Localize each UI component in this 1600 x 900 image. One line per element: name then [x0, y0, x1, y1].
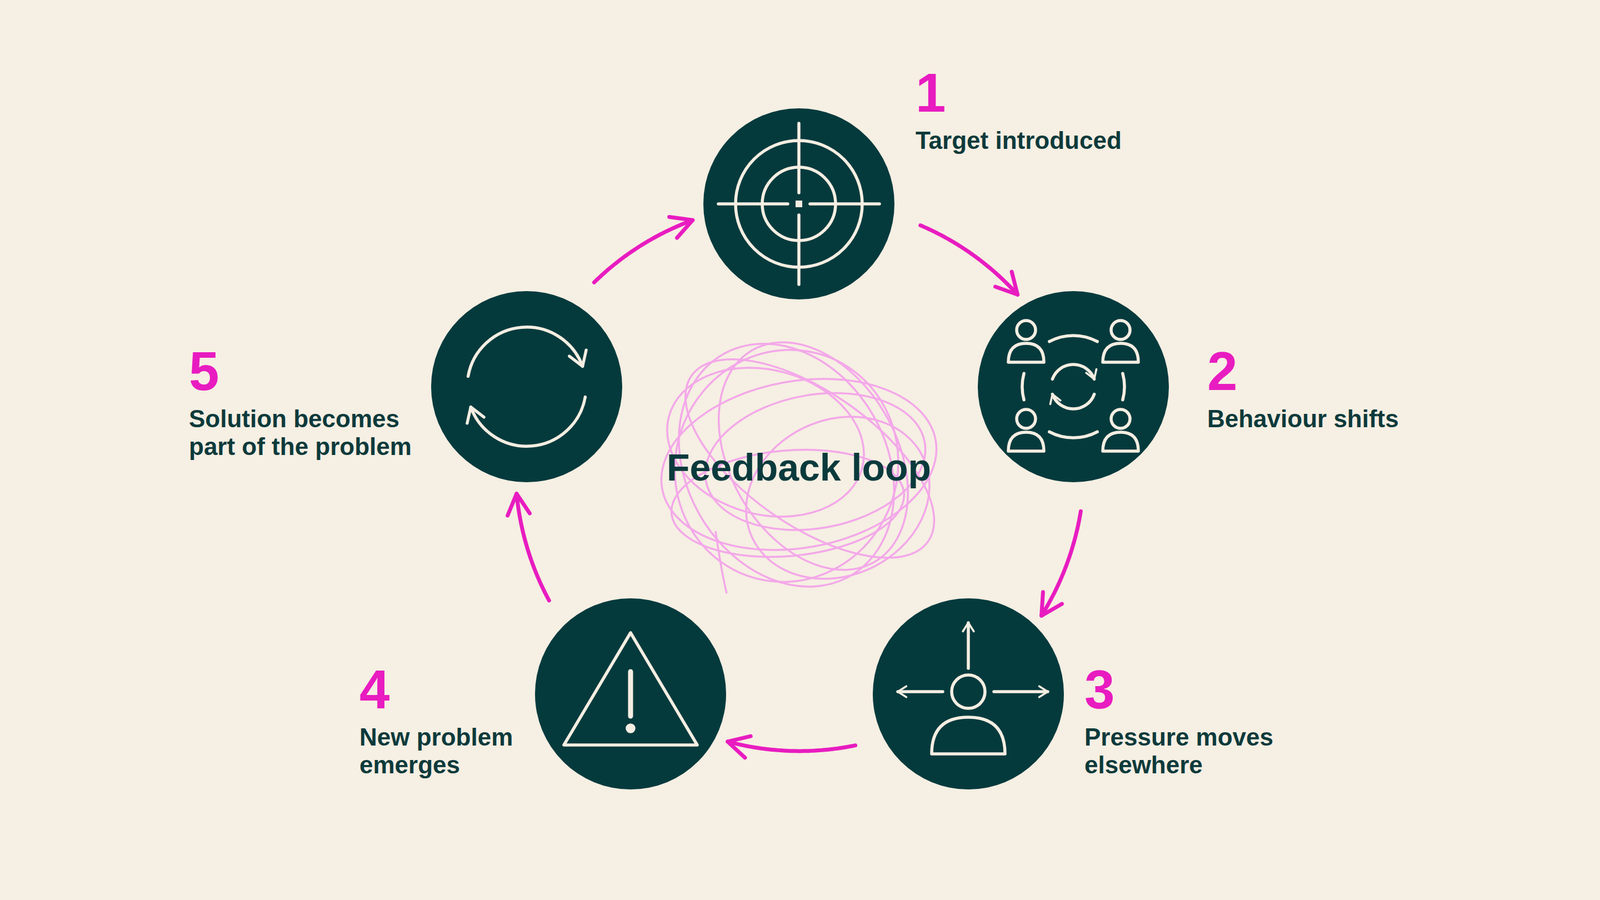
person-symbol: [1102, 409, 1139, 452]
ring-arc: [1049, 335, 1098, 342]
person-body: [931, 717, 1005, 754]
person-head: [1111, 409, 1130, 429]
step-text: Solution becomes part of the problem: [188, 405, 428, 461]
exclamation-bar: [628, 671, 634, 717]
scribble-loop: [650, 346, 881, 538]
person-symbol: [1102, 320, 1139, 363]
target-icon: [718, 123, 880, 285]
refresh-icon: [468, 327, 586, 447]
person-symbol: [1008, 409, 1044, 452]
pressure-arrow: [993, 690, 1048, 694]
callout-number: 2: [1207, 343, 1497, 399]
person-head: [951, 675, 985, 709]
pressure-arrow: [966, 622, 970, 669]
cycle-arrow-symbol: [1052, 394, 1094, 409]
crosshair-line: [797, 215, 801, 285]
person-head: [1016, 320, 1036, 340]
cycle-arrow: [920, 225, 1018, 295]
scribble-tail: [715, 531, 727, 594]
refresh-arc: [468, 327, 583, 377]
people-cycle-icon: [1008, 320, 1139, 452]
crosshair-line: [797, 123, 801, 193]
step-label: 2Behaviour shifts: [1207, 343, 1497, 433]
step-circle: [703, 108, 895, 300]
step-text: Behaviour shifts: [1207, 405, 1497, 433]
callout-number: 3: [1084, 662, 1307, 717]
step-label: 3Pressure moves elsewhere: [1084, 662, 1307, 779]
step-label: 5Solution becomes part of the problem: [188, 343, 428, 461]
warning-icon: [563, 632, 698, 745]
callout-number: 4: [359, 662, 549, 717]
step-circle: [431, 291, 623, 483]
crosshair-line: [718, 202, 788, 206]
step-circle: [977, 291, 1169, 483]
step-text: Target introduced: [915, 126, 1205, 155]
ring-arc: [1122, 373, 1125, 400]
step-node: 4New problem emerges: [535, 598, 727, 790]
step-circle-outline: [703, 108, 895, 300]
step-text: New problem emerges: [359, 723, 549, 779]
step-circle: [535, 598, 727, 790]
step-node: 1Target introduced: [703, 108, 895, 300]
crosshair-line: [810, 202, 880, 206]
target-ring: [735, 140, 863, 268]
cycle-arrow: [1041, 511, 1082, 616]
person-body: [1008, 343, 1044, 363]
step-text: Pressure moves elsewhere: [1084, 723, 1307, 779]
step-node: 2Behaviour shifts: [977, 291, 1169, 483]
target-ring: [762, 167, 836, 241]
callout-number: 1: [915, 65, 1205, 120]
step-circle: [872, 598, 1064, 790]
pressure-icon: [897, 622, 1048, 754]
step-circle-outline: [872, 598, 1064, 790]
person-head: [1111, 320, 1130, 340]
person-body: [1008, 432, 1044, 452]
step-circle-outline: [977, 291, 1169, 483]
cycle-arrow-symbol: [1052, 364, 1094, 379]
cycle-arrow: [727, 741, 856, 752]
target-center: [795, 200, 803, 208]
ring-arc: [1049, 431, 1098, 438]
exclamation-dot: [627, 725, 634, 732]
person-body: [1102, 343, 1139, 363]
refresh-arc: [470, 397, 585, 447]
pressure-arrow: [897, 690, 943, 694]
step-label: 1Target introduced: [915, 65, 1205, 155]
step-circle-outline: [431, 291, 623, 483]
warning-triangle: [563, 632, 698, 745]
step-label: 4New problem emerges: [359, 662, 549, 779]
ring-arc: [1022, 373, 1024, 400]
step-node: 3Pressure moves elsewhere: [872, 598, 1064, 790]
cycle-arrow: [516, 493, 549, 601]
step-node: 5Solution becomes part of the problem: [431, 291, 623, 483]
person-body: [1102, 432, 1139, 452]
person-head: [1016, 409, 1036, 429]
callout-number: 5: [188, 343, 428, 399]
diagram-title: Feedback loop: [576, 444, 1022, 490]
step-circle-outline: [535, 598, 727, 790]
cycle-arrow: [593, 220, 693, 283]
scribble-loop: [719, 387, 957, 608]
person-symbol: [1008, 320, 1044, 363]
